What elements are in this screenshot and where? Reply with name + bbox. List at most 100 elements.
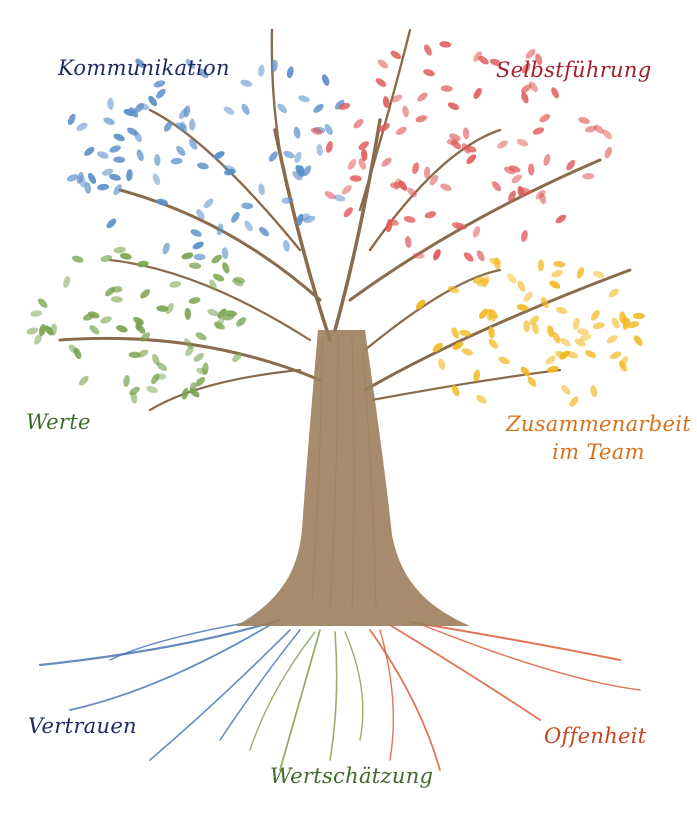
- leaf: [462, 127, 470, 140]
- leaf: [109, 145, 121, 153]
- leaf: [489, 58, 502, 66]
- leaf: [26, 327, 39, 335]
- label-wertschaetzung: Wertschätzung: [270, 764, 434, 788]
- leaf: [236, 317, 247, 327]
- leaf: [447, 102, 460, 111]
- leaf: [516, 138, 529, 147]
- branch: [368, 128, 502, 252]
- leaf: [185, 58, 195, 69]
- root: [329, 631, 338, 761]
- leaf: [217, 308, 227, 319]
- leaf: [440, 183, 452, 191]
- leaf: [582, 172, 595, 180]
- leaf: [521, 62, 531, 74]
- leaf: [417, 92, 428, 102]
- leaf: [196, 162, 209, 170]
- leaf: [473, 369, 481, 382]
- leaf: [395, 126, 407, 135]
- leaf: [402, 105, 409, 118]
- leaf: [195, 376, 206, 387]
- leaf: [203, 198, 214, 209]
- leaf: [391, 94, 403, 103]
- leaf: [412, 162, 420, 175]
- leaf: [381, 157, 392, 167]
- root: [419, 623, 641, 691]
- leaf: [241, 103, 250, 115]
- leaf: [523, 291, 533, 302]
- leaf: [576, 328, 589, 335]
- leaf: [302, 165, 312, 177]
- leaf: [184, 307, 192, 320]
- leaf: [525, 49, 536, 59]
- leaf: [488, 338, 498, 349]
- leaf: [277, 103, 288, 114]
- leaf: [540, 297, 549, 309]
- leaf: [188, 138, 198, 150]
- leaf: [174, 122, 187, 130]
- leaf: [482, 275, 490, 288]
- root: [379, 629, 395, 761]
- leaf: [106, 218, 117, 229]
- leaf: [163, 121, 173, 132]
- leaf: [110, 286, 123, 293]
- leaf: [543, 154, 551, 166]
- leaf: [97, 183, 110, 191]
- leaf: [79, 175, 86, 188]
- leaf: [259, 226, 270, 237]
- leaf: [34, 333, 43, 345]
- leaf: [549, 280, 561, 289]
- leaf: [429, 174, 439, 186]
- leaf: [517, 186, 525, 198]
- leaf: [585, 350, 597, 359]
- root: [249, 631, 316, 751]
- leaf: [316, 144, 323, 157]
- label-zusammenarbeit-line2: im Team: [552, 440, 645, 464]
- leaf: [136, 260, 149, 268]
- leaf: [385, 220, 393, 233]
- root: [369, 629, 441, 771]
- leaf: [97, 151, 109, 159]
- branch: [58, 336, 322, 382]
- leaf: [292, 171, 303, 181]
- leaf: [221, 247, 229, 260]
- leaf: [545, 355, 556, 365]
- leaf: [100, 316, 112, 324]
- leaf: [529, 315, 540, 325]
- leaf: [152, 353, 160, 366]
- root: [38, 618, 282, 667]
- leaf: [578, 116, 590, 125]
- leaf: [153, 80, 166, 88]
- leaf: [101, 168, 114, 176]
- leaf: [222, 262, 230, 274]
- leaf: [551, 270, 563, 278]
- leaf: [404, 235, 412, 248]
- leaf: [181, 387, 189, 400]
- leaf: [223, 165, 236, 173]
- leaf: [497, 140, 509, 149]
- leaf: [546, 365, 559, 373]
- leaf: [539, 114, 551, 123]
- leaf: [473, 51, 482, 62]
- leaf: [573, 317, 580, 330]
- leaf: [313, 103, 324, 113]
- leaf: [527, 376, 537, 387]
- leaf: [523, 320, 530, 333]
- leaf: [67, 113, 76, 126]
- label-selbstfuehrung: Selbstführung: [496, 58, 652, 82]
- leaf: [84, 146, 95, 156]
- leaf: [193, 253, 206, 261]
- branch: [108, 258, 312, 342]
- leaf: [50, 323, 58, 336]
- leaf: [347, 159, 357, 170]
- leaf: [39, 324, 46, 336]
- leaf: [555, 351, 567, 359]
- leaf: [498, 356, 510, 365]
- leaf: [488, 326, 495, 339]
- leaf: [113, 246, 126, 254]
- leaf: [412, 252, 425, 259]
- leaf: [393, 178, 401, 191]
- leaf: [73, 347, 82, 360]
- leaf: [324, 191, 336, 200]
- leaf: [566, 160, 576, 171]
- leaf: [152, 173, 161, 185]
